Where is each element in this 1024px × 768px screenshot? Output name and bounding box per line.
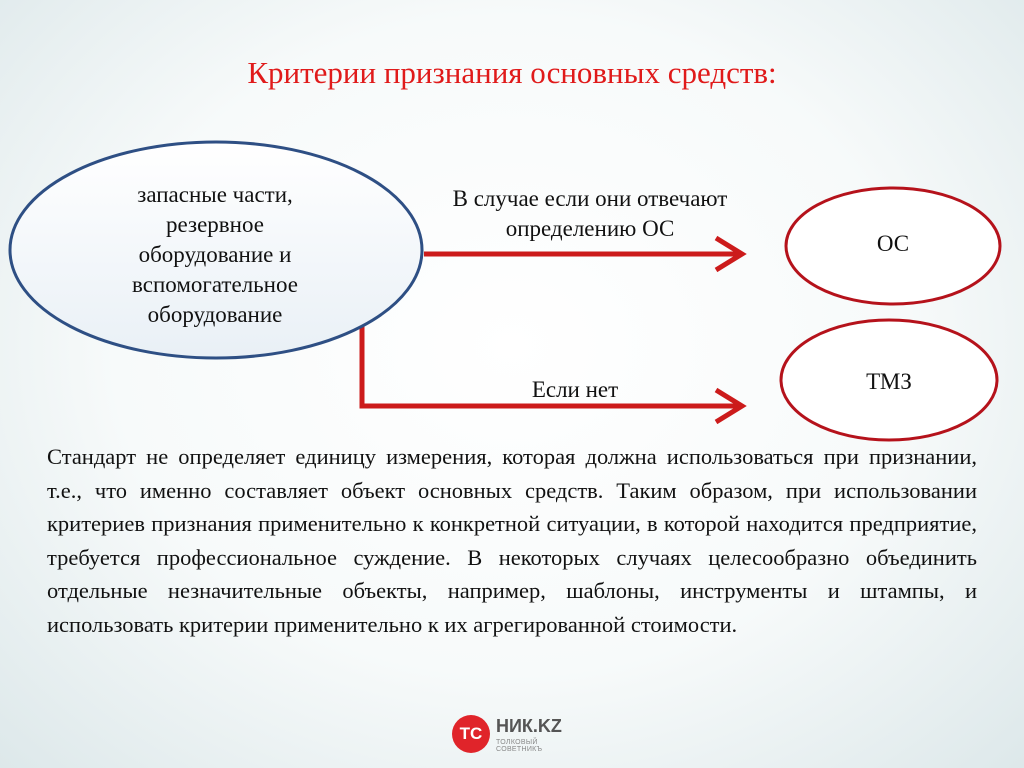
edge-label-to-os: В случае если они отвечают определению О… (405, 184, 775, 244)
source-line: запасные части, (137, 182, 293, 207)
logo-name: НИК.KZ (496, 716, 562, 736)
source-line: оборудование (147, 302, 283, 327)
source-line: оборудование и (138, 242, 292, 267)
edge-label-line: В случае если они отвечают (452, 186, 728, 211)
arrow-to-os (424, 235, 747, 273)
logo-badge: ТС (452, 715, 490, 753)
body-paragraph: Стандарт не определяет единицу измерения… (47, 444, 977, 637)
edge-label-to-tmz: Если нет (531, 377, 619, 402)
tmz-oval (779, 318, 999, 442)
os-node-label: ОС (876, 231, 910, 256)
os-oval (784, 186, 1002, 306)
edge-label-line: определению ОС (505, 216, 675, 241)
source-node-text: запасные части, резервное оборудование и… (80, 170, 350, 340)
tmz-node-label: ТМЗ (866, 369, 912, 394)
source-line: резервное (166, 212, 264, 237)
source-oval (8, 140, 424, 360)
logo-tagline: ТОЛКОВЫЙ СОВЕТНИКЪ (496, 739, 543, 753)
slide-title: Критерии признания основных средств: (247, 55, 777, 90)
arrow-to-tmz (359, 326, 747, 425)
brand-logo: ТС НИК.KZ ТОЛКОВЫЙ СОВЕТНИКЪ (452, 713, 582, 755)
source-line: вспомогательное (132, 272, 298, 297)
